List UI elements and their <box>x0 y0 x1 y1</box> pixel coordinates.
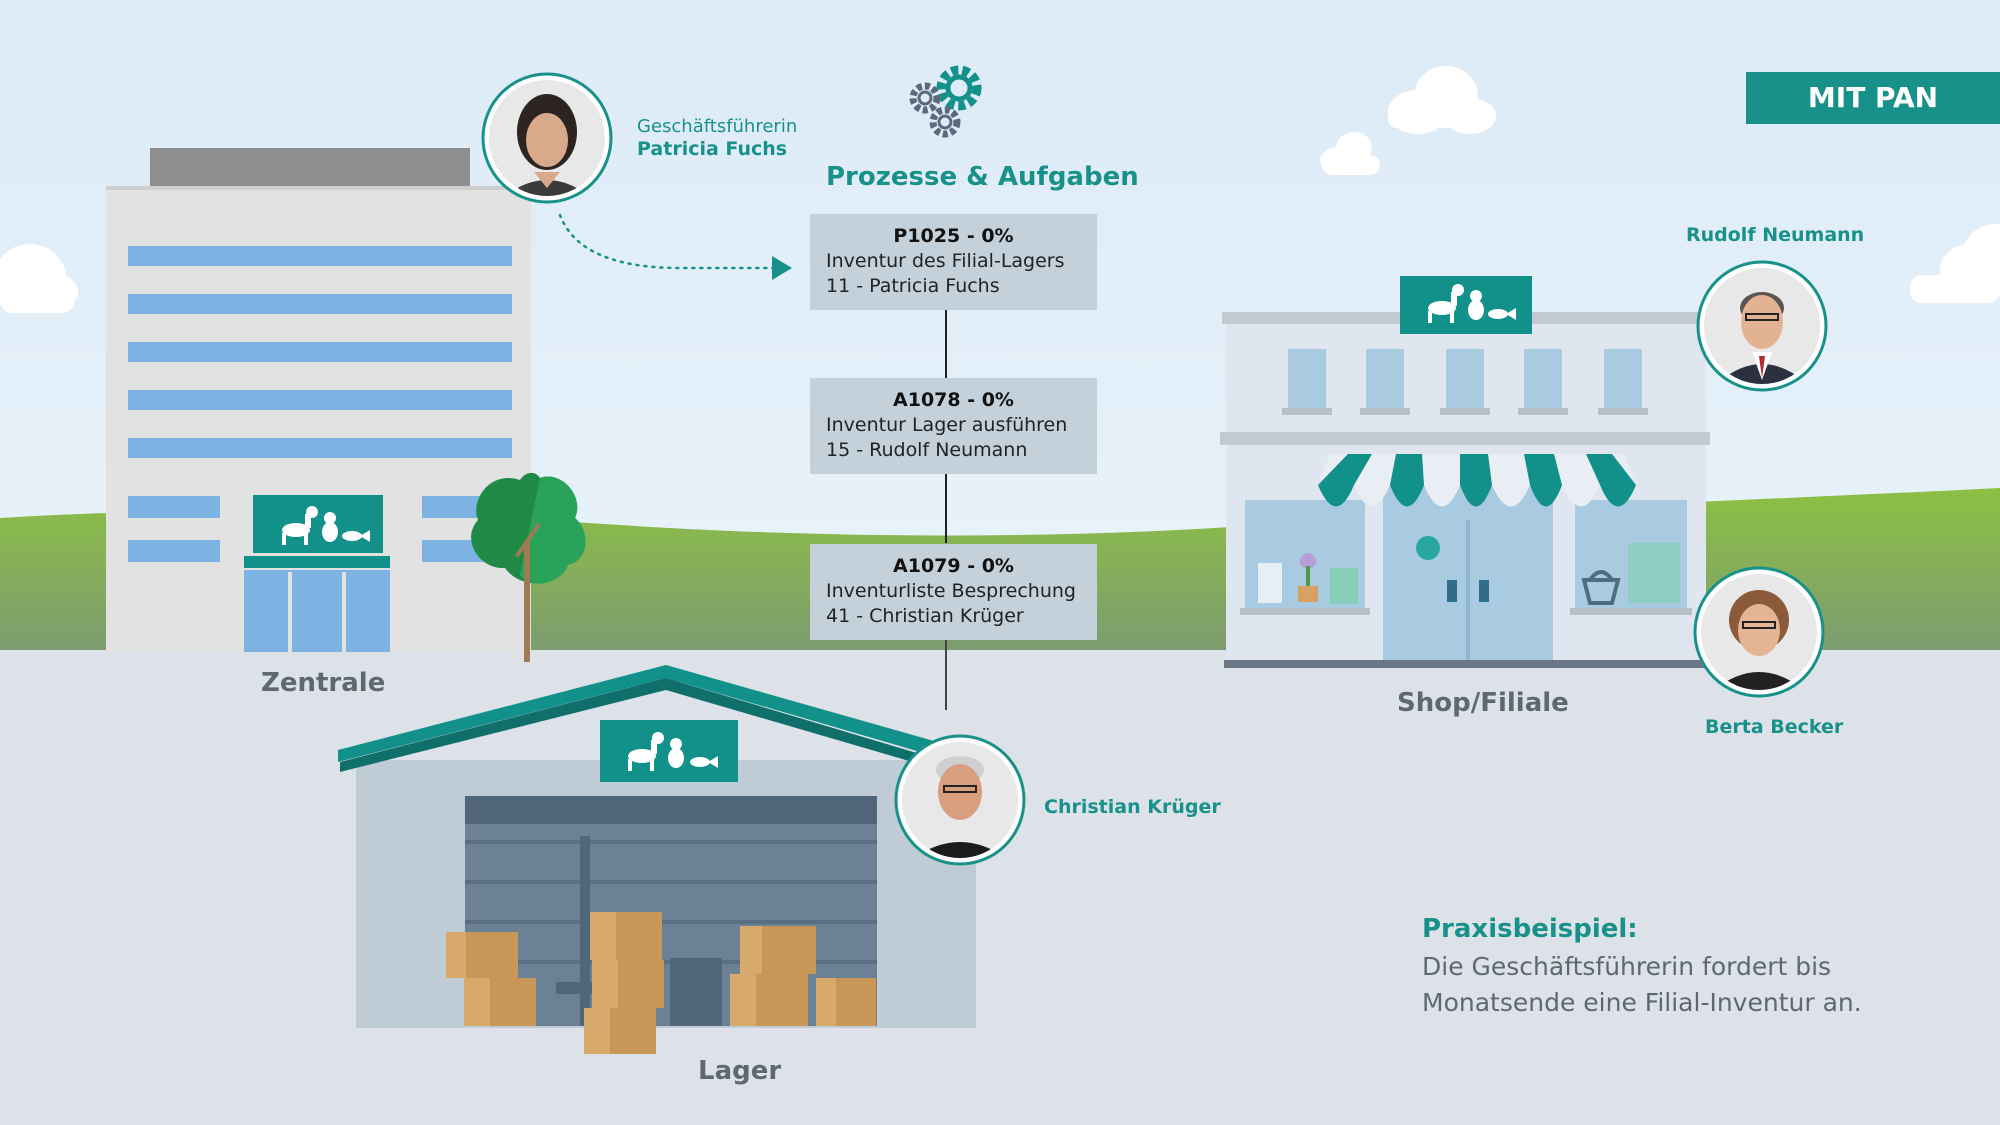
cardboard-boxes <box>446 912 876 1054</box>
avatar-christian <box>894 734 1026 866</box>
dotted-arrow <box>558 213 776 270</box>
task-card[interactable]: P1025 - 0% Inventur des Filial-Lagers 11… <box>810 214 1097 310</box>
flower-icon <box>1298 553 1318 602</box>
basket-icon <box>1581 570 1621 605</box>
patricia-role: Geschäftsführerin <box>637 116 798 137</box>
patricia-name: Patricia Fuchs <box>637 138 788 160</box>
avatar-berta <box>1693 566 1825 698</box>
task-title: Inventur Lager ausführen <box>826 414 1068 436</box>
tree <box>471 472 586 662</box>
gears-icon <box>909 65 982 138</box>
example-text-line: Monatsende eine Filial-Inventur an. <box>1422 988 1862 1017</box>
arrow-head-icon <box>772 256 792 280</box>
task-title: Inventurliste Besprechung <box>826 580 1076 602</box>
ground <box>0 650 2000 1125</box>
cloud <box>1388 66 1496 134</box>
mit-pan-badge: MIT PAN <box>1746 72 2000 124</box>
hq-building <box>106 148 531 652</box>
warehouse-building <box>338 665 976 1054</box>
process-title: Prozesse & Aufgaben <box>826 162 1139 192</box>
task-id: A1079 - 0% <box>893 555 1014 577</box>
shop-label: Shop/Filiale <box>1397 688 1569 718</box>
hq-label: Zentrale <box>261 668 386 698</box>
berta-name: Berta Becker <box>1705 716 1844 738</box>
example-heading: Praxisbeispiel: <box>1422 914 1638 944</box>
task-card[interactable]: A1078 - 0% Inventur Lager ausführen 15 -… <box>810 378 1097 474</box>
task-title: Inventur des Filial-Lagers <box>826 250 1065 272</box>
avatar-patricia <box>481 72 613 204</box>
cloud <box>1320 132 1380 175</box>
example-text-line: Die Geschäftsführerin fordert bis <box>1422 952 1832 981</box>
task-card[interactable]: A1079 - 0% Inventurliste Besprechung 41 … <box>810 544 1097 640</box>
christian-name: Christian Krüger <box>1044 796 1221 818</box>
avatar-rudolf <box>1696 260 1828 392</box>
task-id: P1025 - 0% <box>893 225 1014 247</box>
shop-building <box>1220 276 1710 668</box>
task-assignee: 15 - Rudolf Neumann <box>826 439 1028 461</box>
task-id: A1078 - 0% <box>893 389 1014 411</box>
warehouse-label: Lager <box>698 1056 782 1086</box>
task-assignee: 41 - Christian Krüger <box>826 605 1024 627</box>
task-assignee: 11 - Patricia Fuchs <box>826 275 1000 297</box>
rudolf-name: Rudolf Neumann <box>1686 224 1865 246</box>
cloud <box>1910 224 2000 303</box>
cloud <box>0 244 78 313</box>
